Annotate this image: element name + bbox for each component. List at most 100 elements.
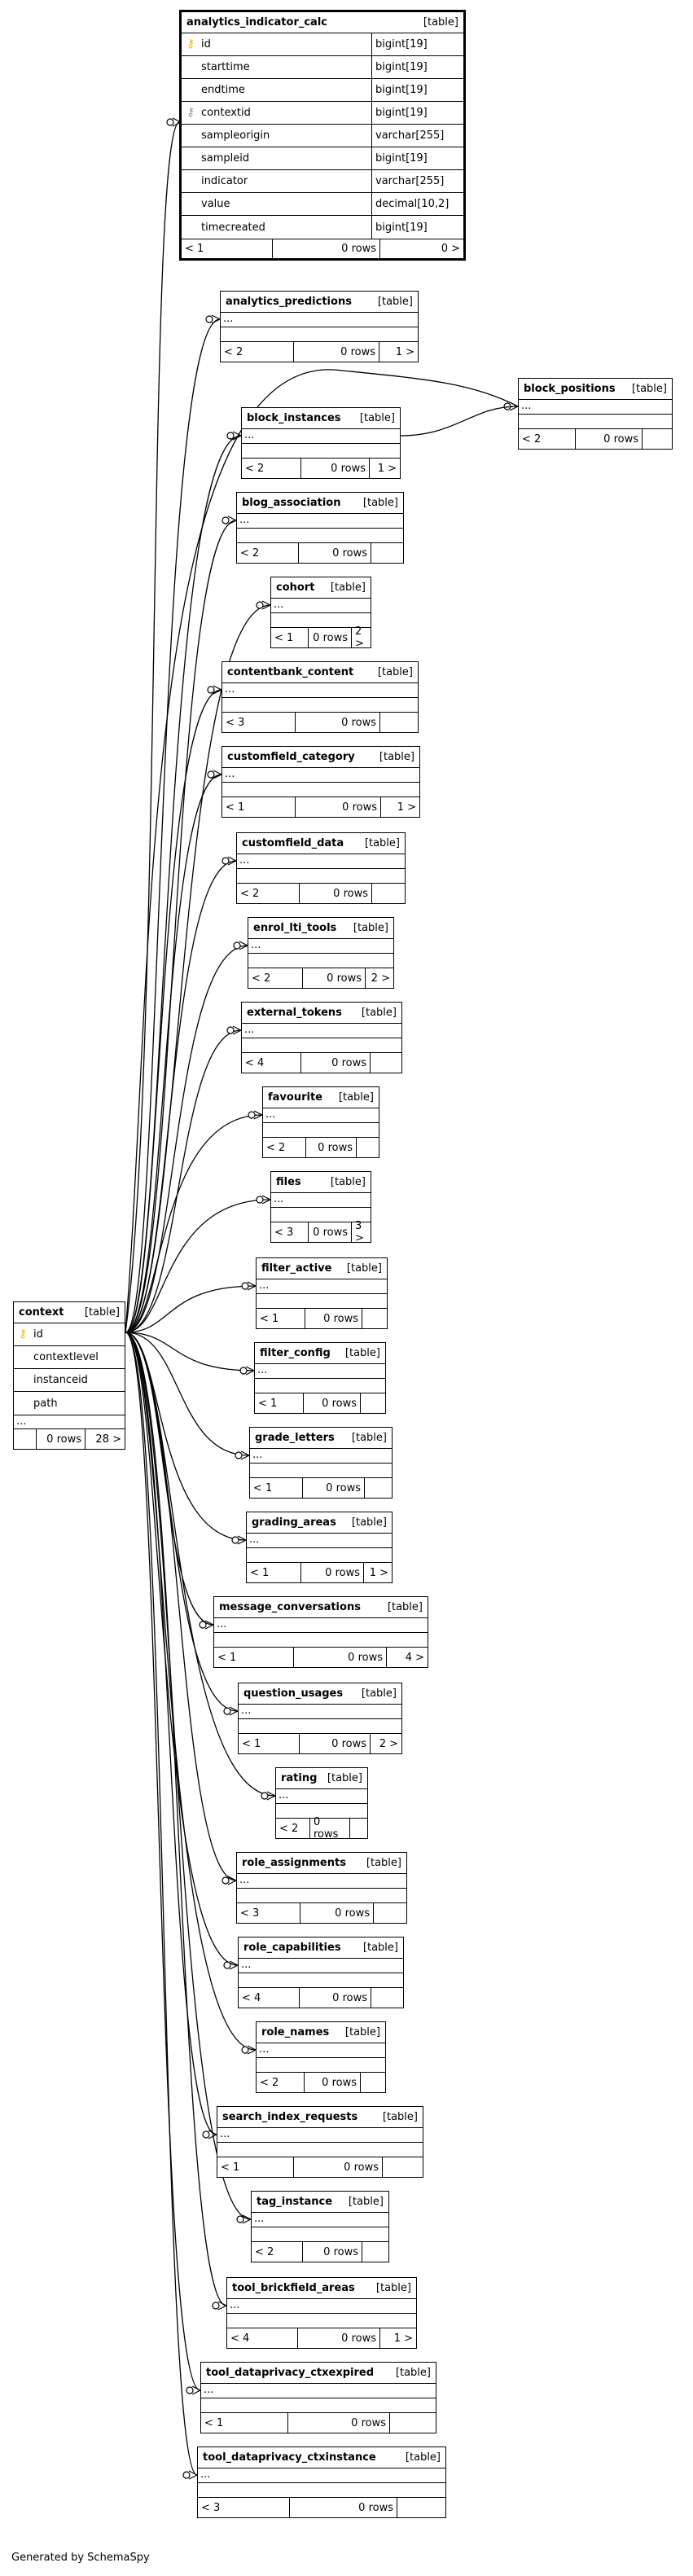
crowfoot-marker — [221, 856, 237, 866]
children-count — [357, 1138, 379, 1157]
relationship-line — [125, 860, 237, 1333]
table-type: [table] — [338, 1091, 374, 1104]
table-name: customfield_category — [227, 751, 355, 763]
table-type: [table] — [361, 1007, 397, 1019]
blank-row — [248, 954, 393, 968]
table-header: search_index_requests[table] — [217, 2107, 423, 2128]
parents-count: < 4 — [227, 2328, 298, 2348]
table-name: filter_active — [261, 1262, 332, 1275]
blank-row — [222, 783, 419, 797]
table-header: filter_active[table] — [257, 1258, 387, 1279]
ellipsis: ... — [257, 2043, 385, 2058]
relationship-line — [125, 1199, 271, 1333]
table-type: [table] — [351, 1516, 387, 1529]
ellipsis: ... — [248, 939, 393, 954]
table-type: [table] — [423, 16, 458, 29]
column-name: starttime — [201, 61, 250, 73]
column-row[interactable]: path — [14, 1392, 125, 1415]
table-footer: 0 rows 28 > — [14, 1429, 125, 1449]
blank-row — [247, 1548, 392, 1563]
column-row[interactable]: ⚷id — [14, 1323, 125, 1346]
column-row[interactable]: instanceid — [14, 1369, 125, 1392]
ellipsis: ... — [271, 1193, 371, 1208]
blank-row — [217, 2143, 423, 2157]
primary-key-icon: ⚷ — [186, 37, 195, 50]
row-count: 0 rows — [304, 1393, 361, 1413]
ellipsis: ... — [242, 1024, 401, 1038]
table-header: question_usages[table] — [239, 1683, 401, 1705]
relationship-line — [125, 1332, 250, 1456]
children-count: 2 > — [355, 625, 364, 650]
column-name: contextid — [201, 107, 251, 119]
parents-count: < 2 — [221, 342, 294, 362]
related-table-tool-dataprivacy-ctxinstance[interactable]: tool_dataprivacy_ctxinstance[table]...< … — [197, 2447, 446, 2518]
row-count: 0 rows — [301, 1053, 371, 1073]
table-type: [table] — [382, 2111, 418, 2123]
column-row[interactable]: contextlevel — [14, 1346, 125, 1369]
blank-row — [242, 444, 400, 459]
related-table-tool-dataprivacy-ctxexpired[interactable]: tool_dataprivacy_ctxexpired[table]...< 1… — [200, 2362, 436, 2433]
relationship-line — [125, 774, 222, 1333]
table-type: [table] — [362, 1942, 398, 1954]
parents-count: < 2 — [252, 2242, 303, 2262]
table-type: [table] — [84, 1306, 120, 1319]
table-type: [table] — [344, 1347, 380, 1359]
ellipsis: ... — [252, 2213, 388, 2227]
ellipsis: ... — [257, 1279, 387, 1294]
table-name: filter_config — [260, 1347, 331, 1359]
crowfoot-marker — [212, 2301, 227, 2311]
foreign-key-icon: ⚷ — [186, 106, 195, 119]
children-count — [350, 1819, 367, 1838]
table-type: [table] — [348, 2196, 384, 2208]
column-name-cell: ⚷id — [14, 1323, 125, 1345]
table-type: [table] — [353, 922, 388, 934]
ellipsis: ... — [239, 1959, 403, 1973]
table-header: blog_association[table] — [237, 493, 403, 514]
ellipsis: ... — [276, 1789, 367, 1804]
table-header: analytics_indicator_calc [table] — [182, 12, 463, 33]
ellipsis: ... — [239, 1705, 401, 1719]
table-header: customfield_data[table] — [237, 833, 405, 854]
crowfoot-marker — [221, 516, 237, 525]
table-header: tool_brickfield_areas[table] — [227, 2278, 416, 2299]
parents-count: < 1 — [217, 2157, 294, 2177]
